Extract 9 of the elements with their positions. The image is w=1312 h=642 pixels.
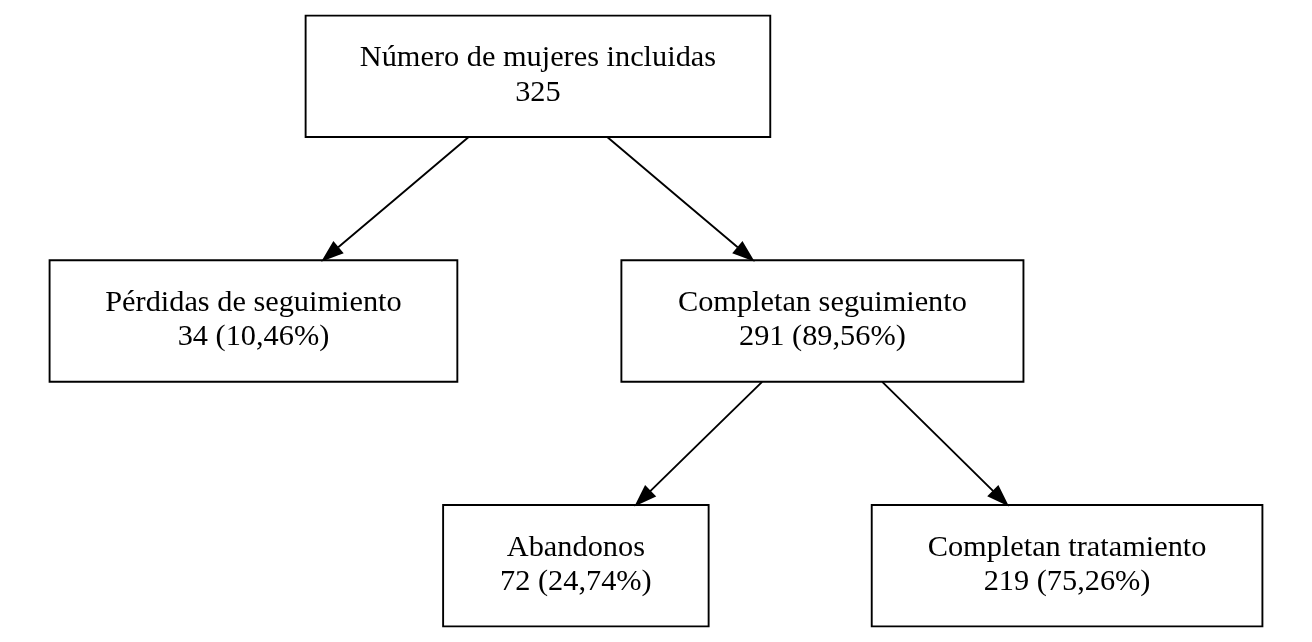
node-box: Completan tratamiento 219 (75,26%)	[870, 504, 1264, 628]
arrow	[881, 380, 1010, 507]
node-box: Abandonos 72 (24,74%)	[442, 504, 710, 628]
node-box: Número de mujeres incluidas 325	[304, 14, 772, 138]
arrow	[321, 136, 470, 262]
arrow	[606, 136, 755, 262]
node-box: Completan seguimiento 291 (89,56%)	[620, 259, 1025, 383]
arrow	[634, 380, 764, 507]
node-box: Pérdidas de seguimiento 34 (10,46%)	[48, 259, 459, 383]
